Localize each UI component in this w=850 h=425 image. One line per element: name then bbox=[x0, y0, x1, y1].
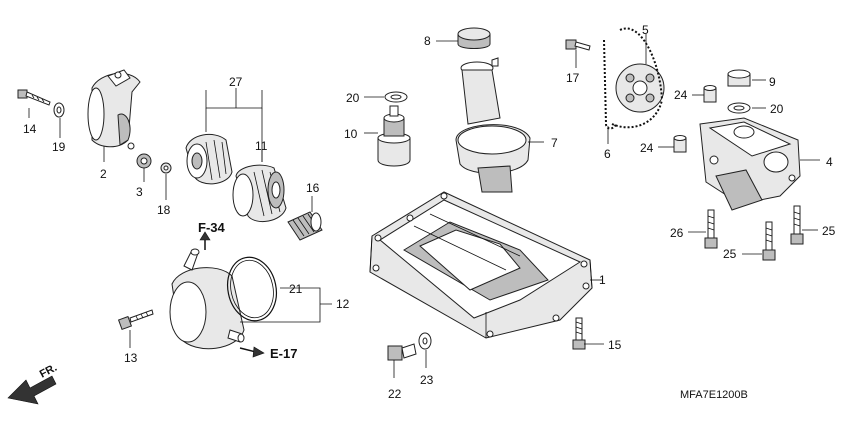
callout-2: 2 bbox=[100, 167, 107, 181]
part-17-bolt bbox=[565, 39, 591, 51]
part-12-oil-cooler bbox=[169, 248, 245, 350]
part-25-bolt-right bbox=[790, 205, 804, 245]
part-25-bolt-left bbox=[762, 221, 776, 261]
callout-labels: 1 2 3 4 5 6 7 8 9 10 11 12 13 14 15 16 1… bbox=[23, 23, 836, 401]
part-15-bolt bbox=[572, 317, 586, 350]
part-4-oil-pump bbox=[699, 117, 801, 211]
callout-19: 19 bbox=[52, 140, 66, 154]
part-22-drain-bolt bbox=[387, 343, 417, 361]
ref-e17: E-17 bbox=[270, 346, 297, 361]
diagram-code: MFA7E1200B bbox=[680, 389, 748, 401]
part-1-oil-pan bbox=[369, 191, 593, 339]
callout-17: 17 bbox=[566, 71, 580, 85]
part-6-chain bbox=[603, 27, 663, 130]
callout-4: 4 bbox=[826, 155, 833, 169]
part-27-filter-boss bbox=[185, 133, 233, 185]
part-20-washer-right bbox=[727, 102, 751, 114]
ref-f34: F-34 bbox=[198, 220, 226, 235]
part-18-collar bbox=[160, 162, 172, 174]
callout-24-lower: 24 bbox=[640, 141, 654, 155]
callout-20-right: 20 bbox=[770, 102, 784, 116]
part-24-dowel-lower bbox=[673, 135, 687, 153]
callout-14: 14 bbox=[23, 122, 37, 136]
part-5-sprocket bbox=[615, 63, 665, 113]
part-11-oil-filter bbox=[232, 164, 287, 223]
leader-lines bbox=[28, 34, 820, 378]
callout-24-upper: 24 bbox=[674, 88, 688, 102]
callout-11: 11 bbox=[255, 139, 268, 153]
callout-12: 12 bbox=[336, 297, 350, 311]
front-marker: FR. bbox=[38, 362, 59, 381]
callout-27: 27 bbox=[229, 75, 243, 89]
part-13-bolt bbox=[117, 309, 154, 331]
callout-1: 1 bbox=[599, 273, 606, 287]
callout-7: 7 bbox=[551, 136, 558, 150]
e17-arrow bbox=[239, 346, 265, 358]
callout-25-right: 25 bbox=[822, 224, 836, 238]
callout-5: 5 bbox=[642, 23, 649, 37]
callout-23: 23 bbox=[420, 373, 434, 387]
callout-10: 10 bbox=[344, 127, 358, 141]
callout-6: 6 bbox=[604, 147, 611, 161]
part-14-bolt bbox=[17, 89, 51, 106]
part-20-washer-left bbox=[384, 91, 408, 103]
callout-21: 21 bbox=[289, 282, 303, 296]
part-8-cap bbox=[457, 27, 491, 49]
part-9-collar bbox=[727, 69, 751, 87]
callout-18: 18 bbox=[157, 203, 171, 217]
part-3-grommet bbox=[136, 153, 152, 169]
callout-3: 3 bbox=[136, 185, 143, 199]
callout-9: 9 bbox=[769, 75, 776, 89]
callout-15: 15 bbox=[608, 338, 622, 352]
callout-26: 26 bbox=[670, 226, 684, 240]
callout-13: 13 bbox=[124, 351, 138, 365]
front-arrow-icon bbox=[7, 375, 57, 405]
part-16-spring bbox=[287, 211, 323, 241]
callout-20-left: 20 bbox=[346, 91, 360, 105]
part-10-pressure-switch bbox=[377, 105, 411, 167]
part-24-dowel-upper bbox=[703, 85, 717, 103]
f34-arrow bbox=[199, 231, 211, 250]
part-19-washer bbox=[53, 102, 65, 118]
callout-25-left: 25 bbox=[723, 247, 737, 261]
part-23-washer bbox=[418, 332, 432, 350]
part-2-strainer-cover bbox=[87, 69, 141, 150]
part-21-o-ring bbox=[226, 256, 278, 322]
part-7-oil-strainer bbox=[455, 57, 531, 193]
callout-22: 22 bbox=[388, 387, 402, 401]
callout-16: 16 bbox=[306, 181, 320, 195]
part-26-bolt bbox=[704, 209, 718, 249]
callout-8: 8 bbox=[424, 34, 431, 48]
